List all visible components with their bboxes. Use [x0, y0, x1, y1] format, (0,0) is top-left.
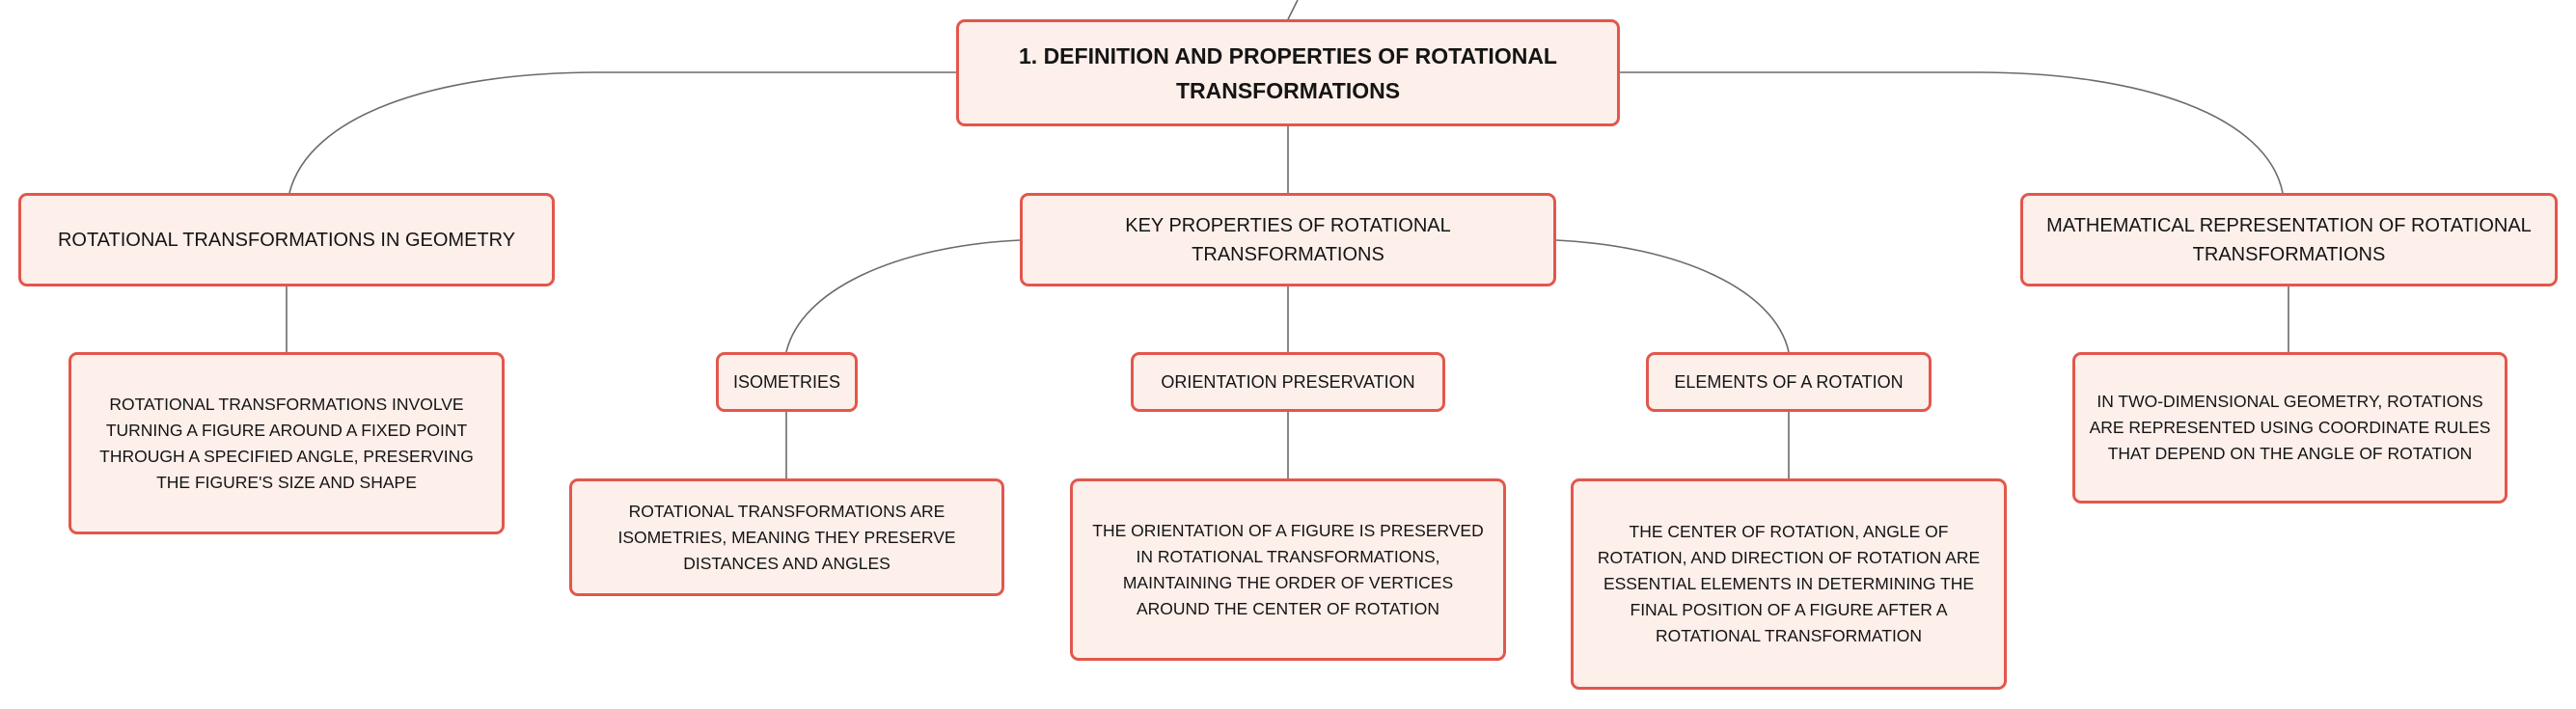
detail-text: THE CENTER OF ROTATION, ANGLE OF ROTATIO… [1597, 522, 1981, 645]
detail-geometry[interactable]: ROTATIONAL TRANSFORMATIONS INVOLVE TURNI… [69, 352, 505, 534]
topic-label: KEY PROPERTIES OF ROTATIONAL TRANSFORMAT… [1125, 214, 1451, 265]
root-topic[interactable]: 1. DEFINITION AND PROPERTIES OF ROTATION… [956, 19, 1620, 126]
topic-label: ROTATIONAL TRANSFORMATIONS IN GEOMETRY [57, 229, 516, 251]
detail-mathematical-representation[interactable]: IN TWO-DIMENSIONAL GEOMETRY, ROTATIONS A… [2072, 352, 2507, 504]
detail-elements-of-a-rotation[interactable]: THE CENTER OF ROTATION, ANGLE OF ROTATIO… [1571, 478, 2007, 690]
detail-text: THE ORIENTATION OF A FIGURE IS PRESERVED… [1092, 520, 1484, 618]
topic-key-properties[interactable]: KEY PROPERTIES OF ROTATIONAL TRANSFORMAT… [1020, 193, 1556, 286]
detail-text: ROTATIONAL TRANSFORMATIONS INVOLVE TURNI… [99, 394, 474, 492]
connector-key-to-isometries [785, 239, 1021, 353]
subtopic-label: ORIENTATION PRESERVATION [1161, 372, 1415, 392]
topic-mathematical-representation[interactable]: MATHEMATICAL REPRESENTATION OF ROTATIONA… [2020, 193, 2558, 286]
topic-rotational-transformations-in-geometry[interactable]: ROTATIONAL TRANSFORMATIONS IN GEOMETRY [18, 193, 555, 286]
subtopic-orientation-preservation[interactable]: ORIENTATION PRESERVATION [1131, 352, 1445, 412]
connector-root-to-geometry [288, 71, 956, 194]
detail-text: ROTATIONAL TRANSFORMATIONS ARE ISOMETRIE… [617, 501, 956, 573]
subtopic-elements-of-a-rotation[interactable]: ELEMENTS OF A ROTATION [1646, 352, 1932, 412]
connector-root-top [1287, 0, 1299, 20]
detail-text: IN TWO-DIMENSIONAL GEOMETRY, ROTATIONS A… [2089, 392, 2491, 463]
topic-label: MATHEMATICAL REPRESENTATION OF ROTATIONA… [2046, 214, 2532, 265]
detail-isometries[interactable]: ROTATIONAL TRANSFORMATIONS ARE ISOMETRIE… [569, 478, 1004, 596]
subtopic-label: ISOMETRIES [732, 372, 840, 392]
root-topic-label: 1. DEFINITION AND PROPERTIES OF ROTATION… [1019, 42, 1557, 103]
subtopic-isometries[interactable]: ISOMETRIES [716, 352, 858, 412]
detail-orientation-preservation[interactable]: THE ORIENTATION OF A FIGURE IS PRESERVED… [1070, 478, 1506, 661]
connector-key-to-elements [1555, 239, 1790, 353]
subtopic-label: ELEMENTS OF A ROTATION [1674, 372, 1904, 392]
connector-root-to-math [1620, 71, 2284, 194]
